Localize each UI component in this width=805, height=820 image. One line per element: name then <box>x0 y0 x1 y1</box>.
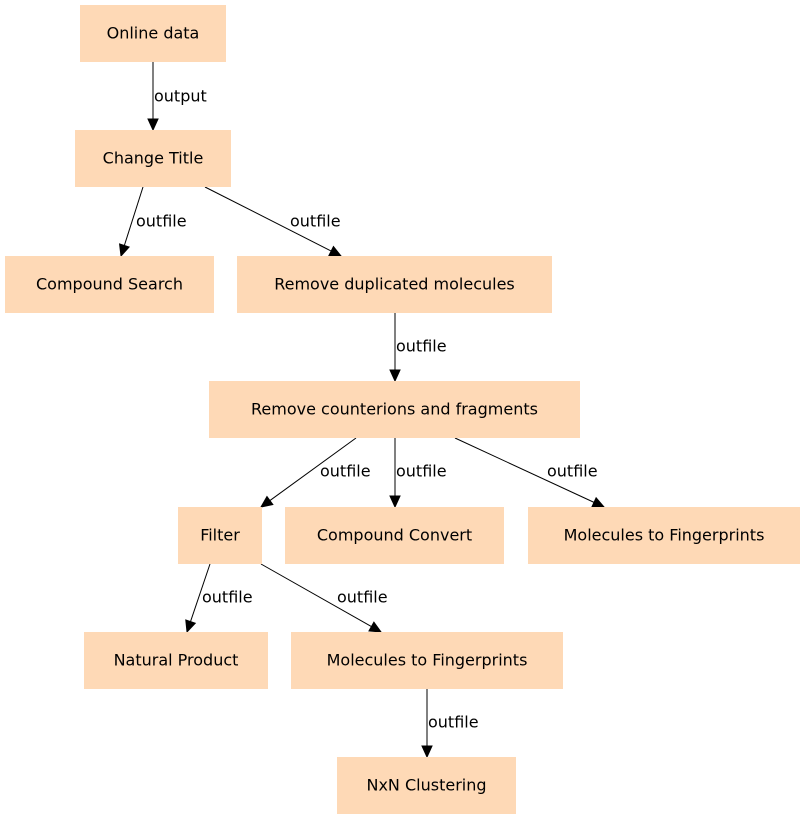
node-natural-product-box <box>84 632 268 689</box>
node-remove-counterions-box <box>209 381 580 438</box>
node-compound-convert-box <box>285 507 504 564</box>
node-remove-counterions-label: Remove counterions and fragments <box>251 400 538 419</box>
node-molecules-to-fingerprints-a-label: Molecules to Fingerprints <box>564 526 765 545</box>
node-online-data[interactable]: Online data <box>80 5 226 62</box>
edge-arrowhead <box>591 496 606 508</box>
node-natural-product-label: Natural Product <box>114 651 239 670</box>
node-filter[interactable]: Filter <box>178 507 262 564</box>
node-change-title[interactable]: Change Title <box>75 130 231 187</box>
node-natural-product[interactable]: Natural Product <box>84 632 268 689</box>
edge-line <box>260 563 372 628</box>
edge-change-title-to-remove-duplicated: outfile <box>204 186 343 257</box>
edge-remove-duplicated-to-remove-counterions: outfile <box>389 313 447 383</box>
edge-filter-to-natural-product: outfile <box>185 563 253 634</box>
edge-line <box>269 437 357 501</box>
edge-arrowhead <box>147 118 159 132</box>
edge-arrowhead <box>118 243 130 258</box>
edge-label: outfile <box>396 462 447 481</box>
node-filter-box <box>178 507 262 564</box>
edge-remove-counterions-to-filter: outfile <box>260 437 371 508</box>
edge-remove-counterions-to-fingerprints-a: outfile <box>454 437 606 508</box>
edge-online-data-to-change-title: output <box>147 62 207 132</box>
node-remove-duplicated-label: Remove duplicated molecules <box>274 275 515 294</box>
node-nxn-clustering[interactable]: NxN Clustering <box>337 757 516 814</box>
node-remove-duplicated[interactable]: Remove duplicated molecules <box>237 256 552 313</box>
edge-line <box>190 563 211 622</box>
node-compound-convert-label: Compound Convert <box>317 526 472 545</box>
node-molecules-to-fingerprints-b[interactable]: Molecules to Fingerprints <box>291 632 563 689</box>
node-molecules-to-fingerprints-a-box <box>528 507 800 564</box>
edge-label: outfile <box>337 588 388 607</box>
nodes-layer: Online data Change Title Compound Search… <box>5 5 800 814</box>
node-change-title-box <box>75 130 231 187</box>
node-remove-duplicated-box <box>237 256 552 313</box>
edge-arrowhead <box>389 495 401 509</box>
edge-line <box>123 186 144 246</box>
edge-filter-to-fingerprints-b: outfile <box>260 563 388 633</box>
node-molecules-to-fingerprints-b-box <box>291 632 563 689</box>
edge-line <box>204 186 332 252</box>
edge-label: outfile <box>290 212 341 231</box>
node-online-data-label: Online data <box>107 24 200 43</box>
edge-label: outfile <box>428 713 479 732</box>
edge-arrowhead <box>328 245 343 257</box>
node-compound-search[interactable]: Compound Search <box>5 256 214 313</box>
edge-label: outfile <box>396 337 447 356</box>
edge-change-title-to-compound-search: outfile <box>118 186 187 258</box>
edge-arrowhead <box>260 495 274 508</box>
edges-layer: output outfile outfile outfile outfile outfil… <box>118 62 606 759</box>
node-remove-counterions[interactable]: Remove counterions and fragments <box>209 381 580 438</box>
edge-label: outfile <box>547 462 598 481</box>
node-online-data-box <box>80 5 226 62</box>
edge-label: outfile <box>136 212 187 231</box>
edge-line <box>454 437 595 503</box>
node-change-title-label: Change Title <box>103 149 204 168</box>
node-filter-label: Filter <box>200 526 240 545</box>
node-nxn-clustering-label: NxN Clustering <box>366 776 486 795</box>
edge-fingerprints-b-to-nxn-clustering: outfile <box>421 689 479 759</box>
edge-label: output <box>154 87 207 106</box>
node-compound-search-box <box>5 256 214 313</box>
edge-label: outfile <box>320 462 371 481</box>
edge-arrowhead <box>368 621 383 633</box>
node-compound-search-label: Compound Search <box>36 275 183 294</box>
edge-arrowhead <box>421 745 433 759</box>
edge-remove-counterions-to-compound-convert: outfile <box>389 438 447 509</box>
edge-label: outfile <box>202 588 253 607</box>
node-nxn-clustering-box <box>337 757 516 814</box>
node-molecules-to-fingerprints-a[interactable]: Molecules to Fingerprints <box>528 507 800 564</box>
edge-arrowhead <box>389 369 401 383</box>
node-compound-convert[interactable]: Compound Convert <box>285 507 504 564</box>
node-molecules-to-fingerprints-b-label: Molecules to Fingerprints <box>327 651 528 670</box>
edge-arrowhead <box>185 619 197 634</box>
